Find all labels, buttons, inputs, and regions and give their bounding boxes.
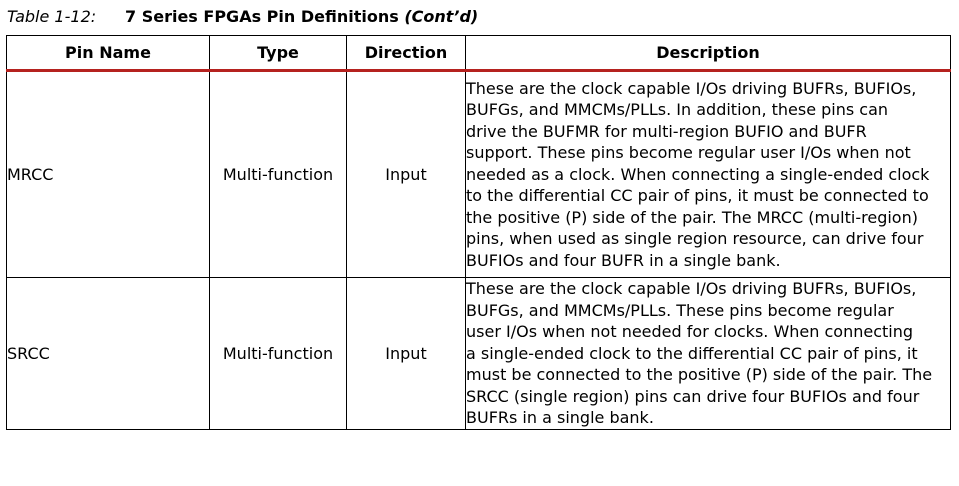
description-line: BUFGs, and MMCMs/PLLs. These pins become… [466, 300, 894, 320]
cell-direction: Input [346, 277, 466, 430]
description-line: user I/Os when not needed for clocks. Wh… [466, 322, 914, 341]
description-line: to the differential CC pair of pins, it … [466, 186, 929, 206]
description-line: BUFRs in a single bank. [466, 408, 654, 427]
table-row: SRCC Multi-function Input These are the … [6, 277, 951, 430]
description-line: BUFGs, and MMCMs/PLLs. In addition, thes… [466, 100, 889, 120]
header-description: Description [465, 35, 951, 72]
cell-description: These are the clock capable I/Os driving… [465, 70, 951, 278]
description-line: BUFIOs and four BUFR in a single bank. [466, 250, 781, 270]
description-line: These are the clock capable I/Os driving… [466, 279, 917, 298]
cell-pin-name: MRCC [6, 70, 210, 278]
header-type: Type [209, 35, 347, 72]
description-line: drive the BUFMR for multi-region BUFIO a… [466, 121, 867, 141]
table-caption: Table 1-12: 7 Series FPGAs Pin Definition… [7, 5, 478, 29]
cell-pin-name: SRCC [6, 277, 210, 430]
table-title-continued: (Cont’d) [404, 7, 479, 26]
header-pin-name: Pin Name [6, 35, 210, 72]
cell-description: These are the clock capable I/Os driving… [465, 277, 951, 430]
table-row: MRCC Multi-function Input These are the … [6, 70, 951, 278]
cell-direction: Input [346, 70, 466, 278]
description-line: These are the clock capable I/Os driving… [466, 78, 917, 98]
description-line: support. These pins become regular user … [466, 143, 911, 163]
pin-definitions-table: Pin Name Type Direction Description MRCC… [6, 35, 951, 430]
description-line: needed as a clock. When connecting a sin… [466, 164, 930, 184]
table-title: 7 Series FPGAs Pin Definitions [125, 7, 405, 26]
table-number-label: Table 1-12: [7, 7, 97, 26]
table-header-row: Pin Name Type Direction Description [6, 35, 951, 72]
cell-type: Multi-function [209, 70, 347, 278]
header-direction: Direction [346, 35, 466, 72]
cell-type: Multi-function [209, 277, 347, 430]
description-line: must be connected to the positive (P) si… [466, 365, 933, 384]
description-line: the positive (P) side of the pair. The M… [466, 207, 918, 227]
description-line: SRCC (single region) pins can drive four… [466, 386, 920, 406]
description-line: pins, when used as single region resourc… [466, 229, 924, 249]
description-line: a single-ended clock to the differential… [466, 343, 918, 363]
